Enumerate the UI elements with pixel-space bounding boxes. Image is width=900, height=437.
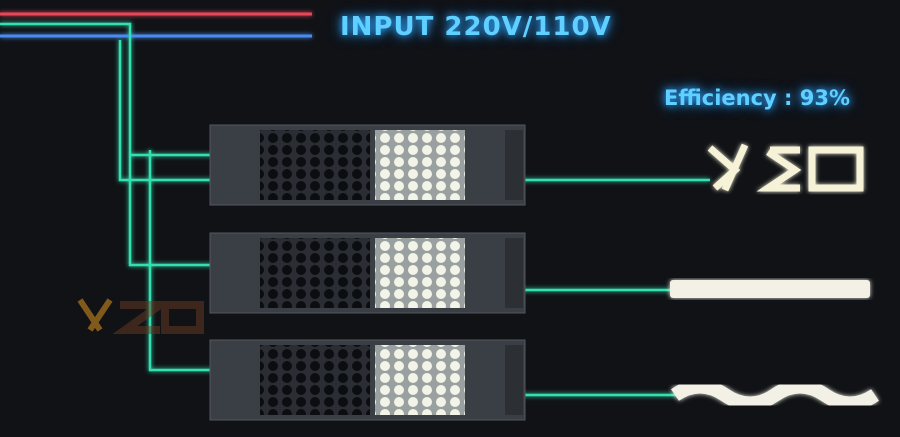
led-strip-straight [670,280,870,298]
input-wires [0,12,312,372]
led-strip-wavy [671,379,879,411]
input-voltage-label: INPUT 220V/110V [340,12,612,42]
power-supply-2 [209,232,526,314]
brand-logo [707,143,864,192]
output-wires [520,178,710,397]
efficiency-label: Efficiency : 93% [664,86,851,110]
power-supply-3 [209,339,526,421]
watermark-logo [77,298,204,334]
power-supply-1 [209,124,526,206]
power-supply-units [209,124,526,421]
